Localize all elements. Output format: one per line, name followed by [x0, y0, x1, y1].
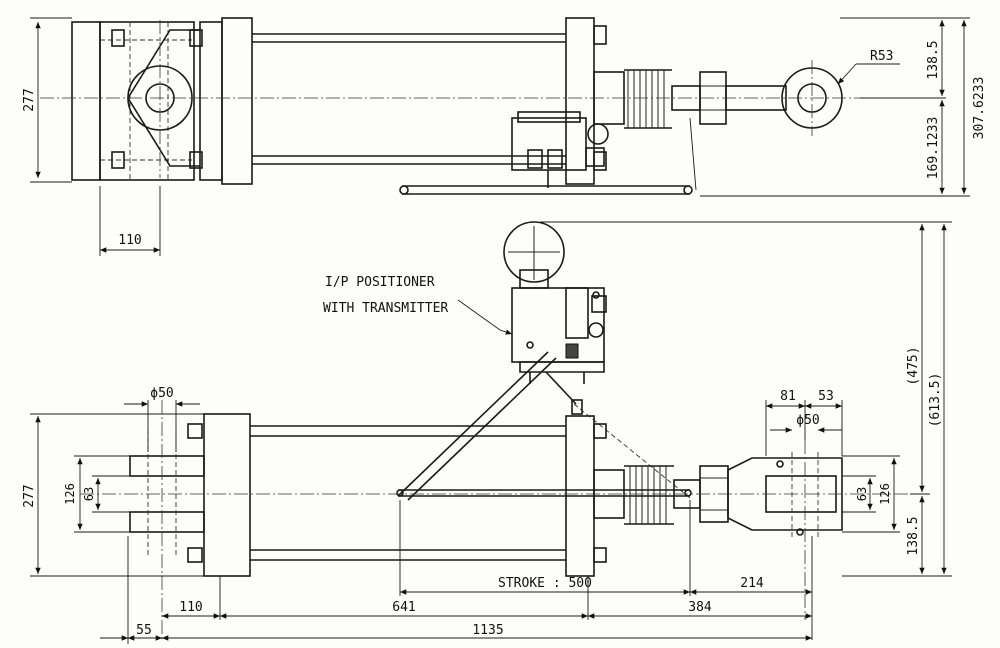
side-dim-641: 641	[392, 600, 415, 615]
top-dim-lower: 169.1233	[926, 117, 941, 180]
front-clevis	[727, 457, 843, 531]
top-dim-upper: 138.5	[926, 40, 941, 79]
side-dim-clevis-b: 53	[818, 389, 834, 404]
side-bellows	[624, 465, 674, 525]
side-dim-right-inner: 63	[855, 487, 869, 501]
side-dim-pin-dia-left: ϕ50	[150, 386, 173, 401]
top-dim-110: 110	[118, 233, 141, 248]
rear-flange	[203, 413, 251, 577]
top-positioner	[511, 111, 609, 188]
pressure-gauge	[503, 221, 565, 283]
side-dim-to-top: (613.5)	[928, 373, 943, 428]
top-view: 277 110 R53 138.5 169.1233 307.6233	[22, 17, 987, 256]
top-bellows	[624, 69, 672, 129]
side-dim-214: 214	[740, 576, 764, 591]
side-dim-384: 384	[688, 600, 712, 615]
top-dim-height: 277	[22, 88, 37, 111]
feedback-rod	[398, 489, 690, 497]
side-dim-pin-inner: 63	[82, 487, 96, 501]
side-dim-1135: 1135	[472, 623, 503, 638]
top-dim-total: 307.6233	[972, 77, 987, 140]
top-rear-flange	[221, 17, 253, 185]
positioner-label-line2: WITH TRANSMITTER	[323, 301, 448, 316]
side-dim-half-height: 138.5	[906, 516, 921, 555]
side-dim-right-outer: 126	[878, 483, 892, 505]
stroke-label: STROKE : 500	[498, 576, 592, 591]
radius-label: R53	[870, 49, 893, 64]
side-dim-pin-dia-right: ϕ50	[796, 413, 819, 428]
side-dim-height: 277	[22, 484, 37, 507]
side-dim-to-positioner: (475)	[906, 346, 921, 385]
side-dim-clevis-a: 81	[780, 389, 796, 404]
side-view: I/P POSITIONER WITH TRANSMITTER	[22, 221, 952, 644]
rear-clevis-lower	[129, 511, 205, 533]
top-rear-bracket	[71, 21, 101, 181]
top-front-flange	[565, 17, 595, 185]
positioner-label-line1: I/P POSITIONER	[325, 275, 435, 290]
mounting-arm	[397, 351, 557, 501]
side-dim-pin-outer: 126	[63, 483, 77, 505]
side-dim-55: 55	[136, 623, 152, 638]
top-feedback-link	[402, 185, 690, 195]
side-dim-110: 110	[179, 600, 202, 615]
top-rear-plate	[99, 21, 195, 181]
rear-clevis-upper	[129, 455, 205, 477]
